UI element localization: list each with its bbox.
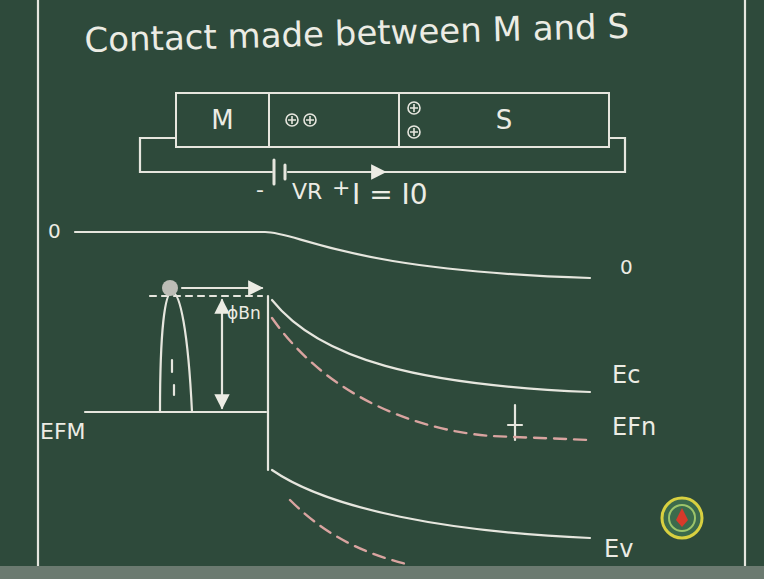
bar-edge bbox=[270, 146, 398, 148]
barrier-height-arrow bbox=[221, 300, 223, 408]
emission-arrow bbox=[182, 287, 262, 289]
board-title: Contact made between M and S bbox=[84, 8, 629, 60]
biased-conduction-band bbox=[272, 318, 590, 440]
bar-edge bbox=[270, 92, 398, 94]
electron-mark bbox=[508, 424, 522, 426]
board-ledge bbox=[0, 566, 764, 579]
space-charge bbox=[286, 114, 298, 126]
region-label: M bbox=[211, 105, 233, 135]
interface-line bbox=[267, 296, 269, 470]
biased-valence-band bbox=[290, 500, 410, 565]
electron-mark bbox=[514, 405, 516, 440]
space-charge bbox=[306, 116, 314, 124]
battery-symbol bbox=[273, 160, 276, 184]
circuit-wire bbox=[140, 138, 625, 172]
electron-dash bbox=[171, 360, 173, 372]
battery-symbol bbox=[284, 165, 287, 179]
voltage-label: VR bbox=[292, 180, 322, 204]
material-region: M bbox=[175, 92, 270, 148]
polarity-sign: - bbox=[256, 178, 264, 202]
space-charge bbox=[410, 128, 418, 136]
vacuum-level bbox=[75, 232, 590, 278]
energy-level-label: Ev bbox=[604, 536, 633, 562]
space-charge bbox=[408, 126, 420, 138]
valence-band bbox=[272, 470, 590, 538]
energy-zero: 0 bbox=[620, 256, 633, 278]
electron-dot bbox=[162, 280, 178, 296]
electron-dash bbox=[173, 385, 175, 395]
energy-level-label: Ec bbox=[612, 362, 640, 388]
region-label: S bbox=[496, 105, 513, 135]
current-arrow bbox=[352, 171, 385, 173]
polarity-sign: + bbox=[332, 176, 350, 200]
board-edge bbox=[744, 0, 746, 566]
space-charge bbox=[288, 116, 296, 124]
current-label: I = I0 bbox=[352, 180, 428, 211]
metal-fermi-level bbox=[85, 411, 266, 413]
board-edge bbox=[37, 0, 39, 566]
space-charge bbox=[408, 102, 420, 114]
energy-level-label: EFM bbox=[40, 420, 86, 444]
cursor-icon bbox=[662, 498, 702, 538]
energy-level-label: EFn bbox=[612, 414, 656, 440]
electron-distribution bbox=[160, 292, 192, 412]
material-region: S bbox=[398, 92, 610, 148]
energy-zero: 0 bbox=[48, 220, 61, 242]
barrier-height-label: ϕBn bbox=[227, 304, 261, 323]
conduction-band bbox=[272, 300, 590, 392]
space-charge bbox=[304, 114, 316, 126]
space-charge bbox=[410, 104, 418, 112]
